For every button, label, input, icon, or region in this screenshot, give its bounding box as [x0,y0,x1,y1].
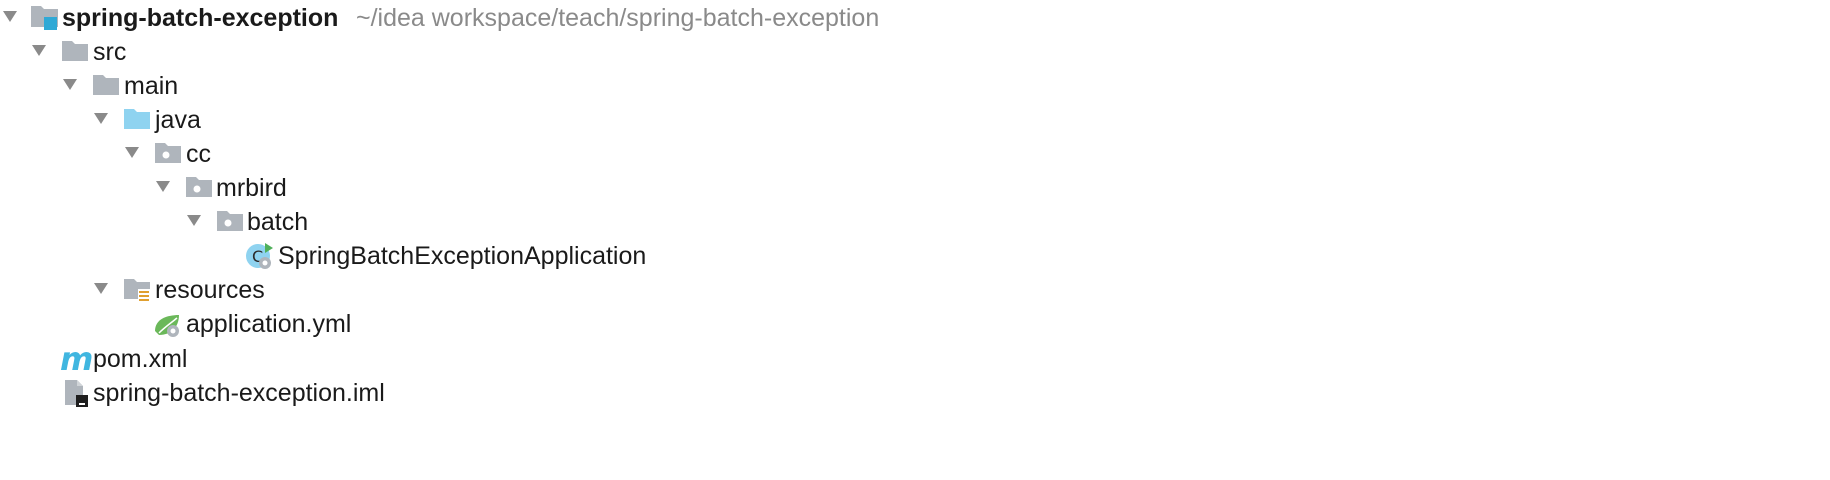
folder-icon [93,75,119,95]
tree-row-main[interactable]: main [0,68,1830,108]
tree-node-label: main [124,72,179,100]
tree-node-label: mrbird [216,174,287,202]
expand-arrow-icon[interactable] [186,212,202,228]
resources-folder-icon [124,279,150,303]
tree-row-iml[interactable]: spring-batch-exception.iml [0,375,1830,415]
source-root-folder-icon [124,109,150,129]
tree-node-label: pom.xml [93,345,188,373]
expand-arrow-icon[interactable] [93,110,109,126]
tree-node-label: SpringBatchExceptionApplication [278,242,647,270]
package-icon [217,211,243,231]
tree-row-resources[interactable]: resources [0,272,1830,312]
expand-arrow-icon[interactable] [155,178,171,194]
tree-row-app-class[interactable]: C SpringBatchExceptionApplication [0,238,1830,278]
tree-node-label: batch [247,208,309,236]
package-icon [155,143,181,163]
tree-row-root[interactable]: spring-batch-exception ~/idea workspace/… [0,0,1830,40]
tree-node-label: resources [155,276,265,304]
tree-node-label: spring-batch-exception.iml [93,379,385,407]
root-module-name: spring-batch-exception [62,4,339,32]
root-module-path: ~/idea workspace/teach/spring-batch-exce… [356,4,880,32]
tree-row-mrbird[interactable]: mrbird [0,170,1830,210]
spring-boot-class-icon: C [246,243,273,269]
tree-node-label: java [155,106,201,134]
tree-node-label: application.yml [186,310,352,338]
maven-icon: m [60,340,94,378]
package-icon [186,177,212,197]
tree-row-pom[interactable]: m pom.xml [0,340,1830,381]
tree-node-label: cc [186,140,211,168]
tree-row-java[interactable]: java [0,102,1830,142]
expand-arrow-icon[interactable] [31,42,47,58]
tree-row-batch[interactable]: batch [0,204,1830,244]
tree-row-src[interactable]: src [0,34,1830,74]
tree-row-application-yml[interactable]: application.yml [0,306,1830,346]
expand-arrow-icon[interactable] [93,280,109,296]
expand-arrow-icon[interactable] [2,8,18,24]
module-folder-icon [31,6,58,30]
tree-node-label: src [93,38,127,66]
iml-file-icon [65,380,88,407]
folder-icon [62,41,88,61]
expand-arrow-icon[interactable] [124,144,140,160]
expand-arrow-icon[interactable] [62,76,78,92]
svg-text:C: C [252,247,263,266]
spring-config-icon [155,315,179,337]
tree-row-cc[interactable]: cc [0,136,1830,176]
